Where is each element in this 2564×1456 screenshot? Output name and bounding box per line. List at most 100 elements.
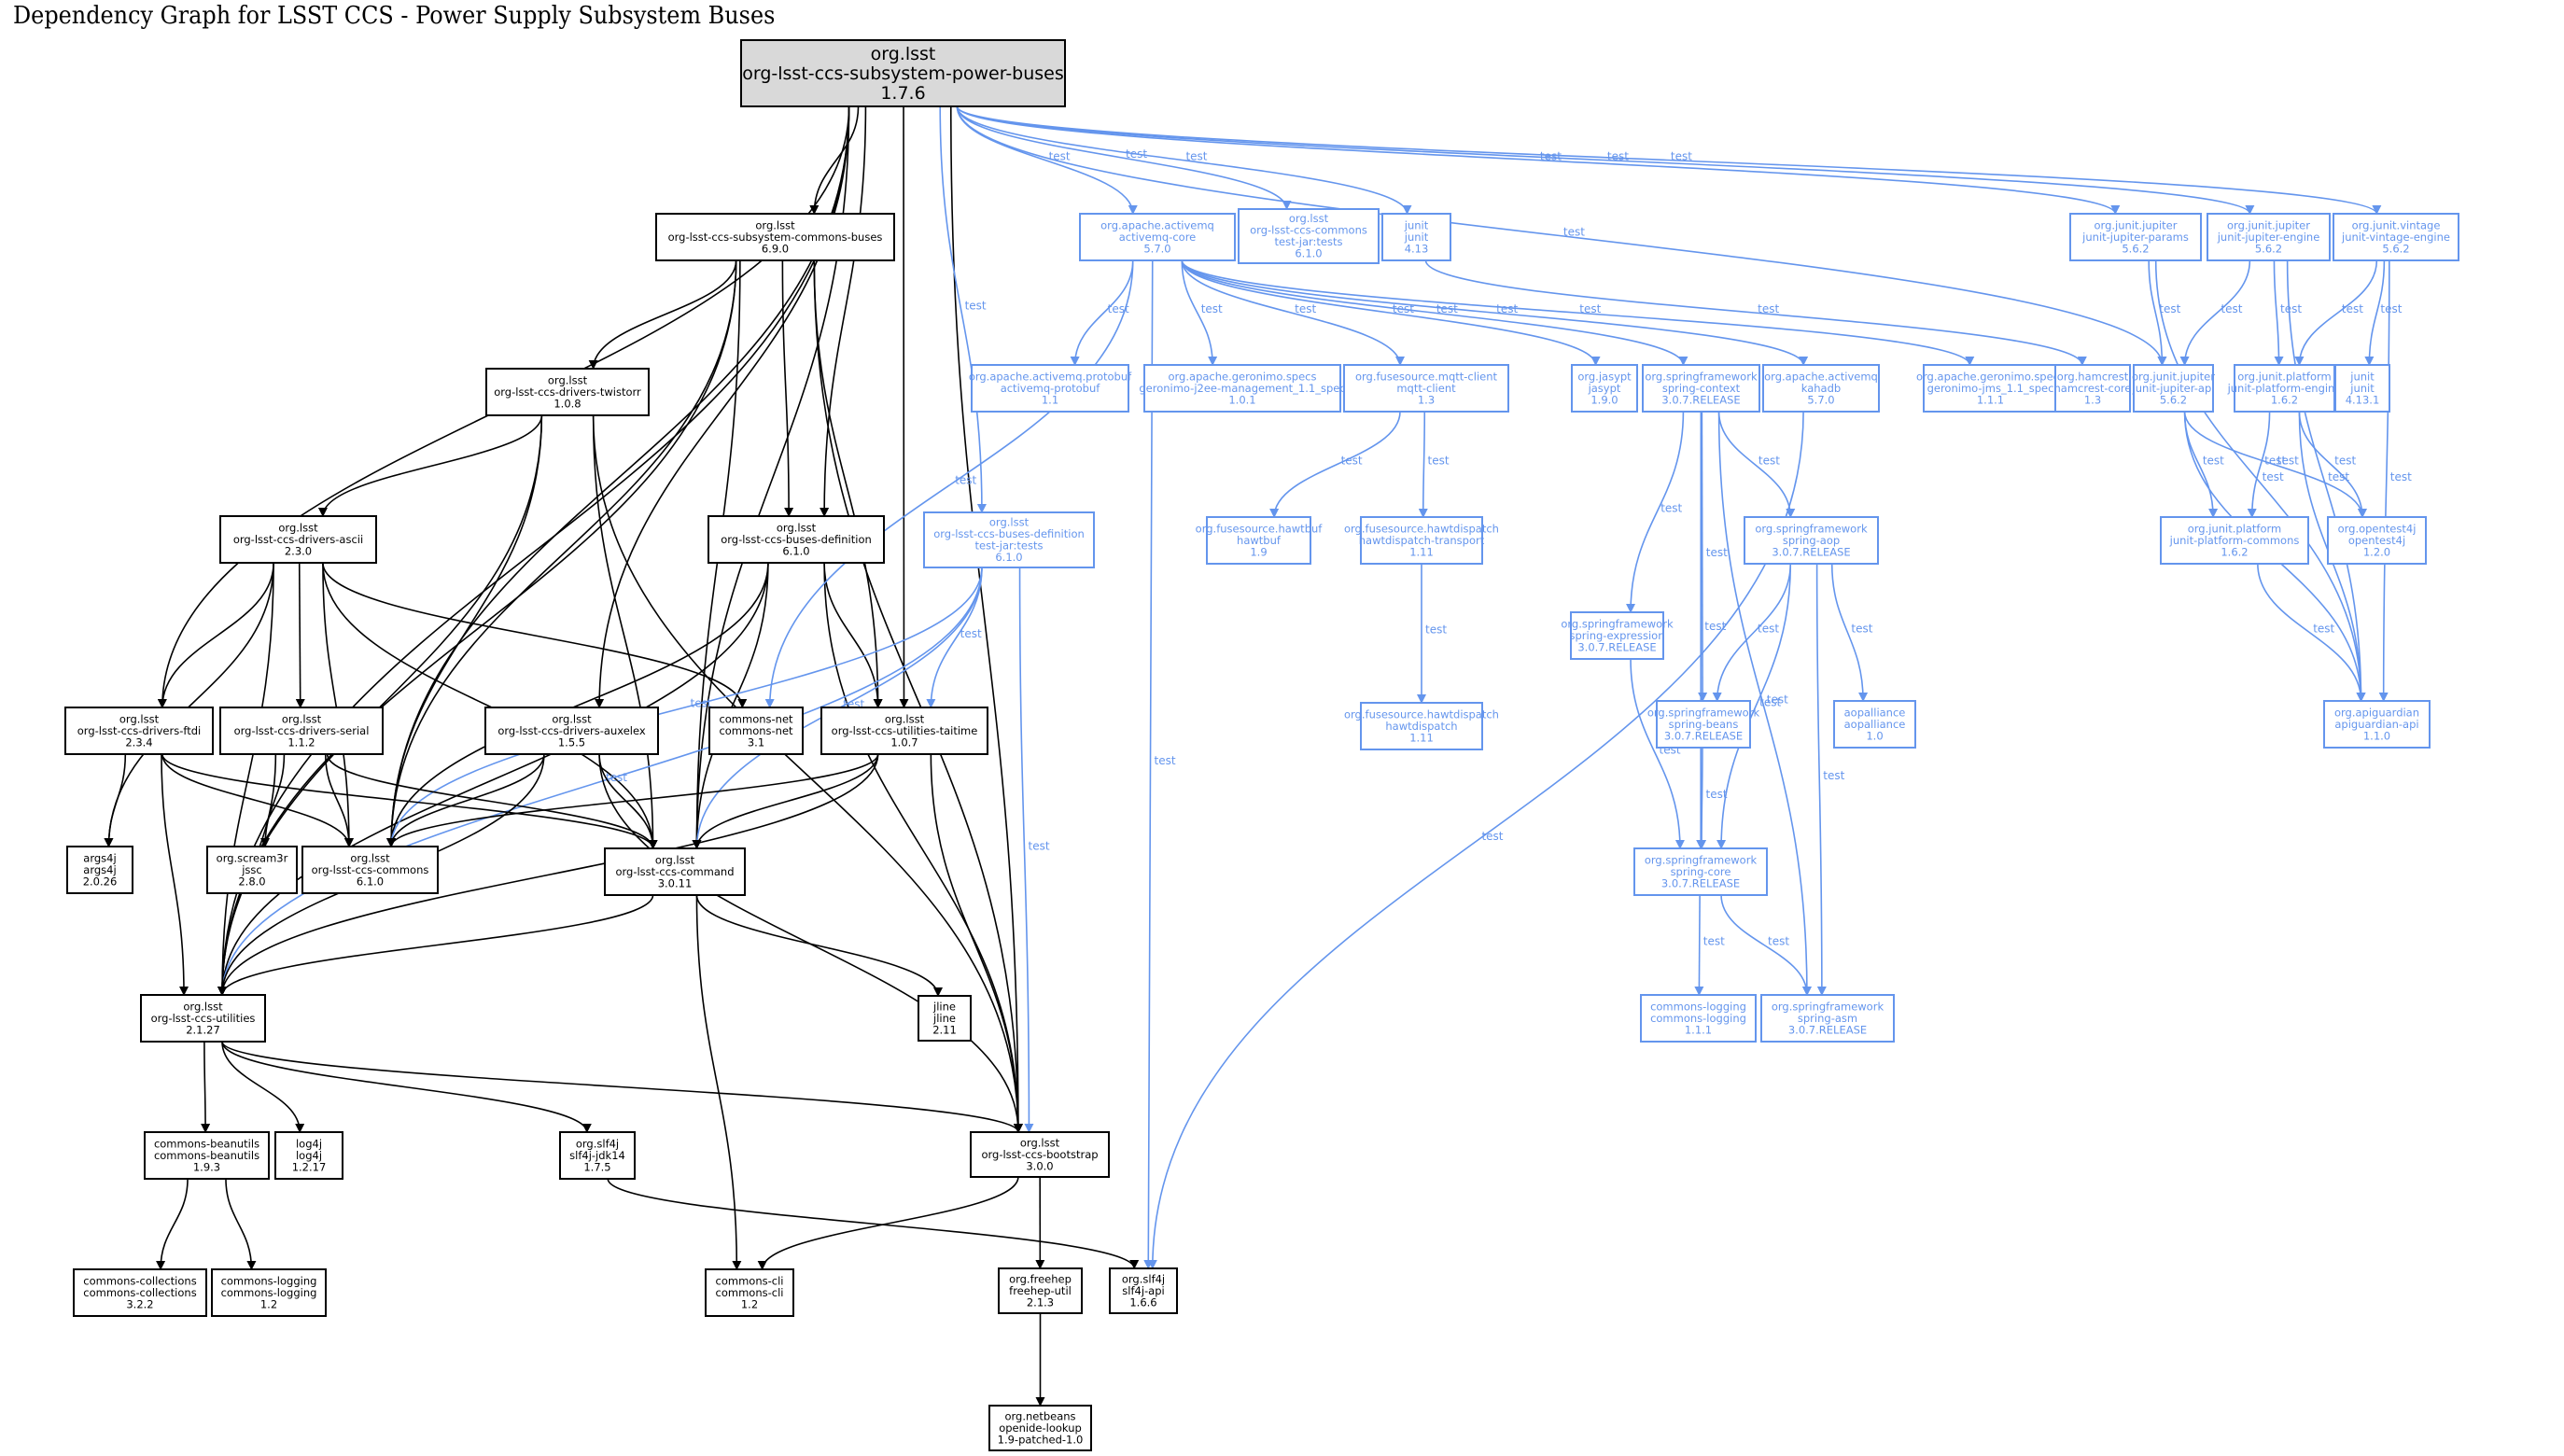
edge-line	[161, 753, 189, 996]
edge-label: test	[2221, 302, 2242, 315]
edge-line	[1181, 259, 1808, 366]
edge-label: test	[606, 771, 627, 784]
node-label-line: org-lsst-ccs-command	[615, 865, 734, 878]
edge-label: test	[1295, 302, 1316, 315]
graph-node-vintage-engine: org.junit.vintagejunit-vintage-engine5.6…	[2333, 213, 2459, 261]
edge-line	[956, 105, 2255, 215]
graph-node-hawtdispatch: org.fusesource.hawtdispatchhawtdispatch1…	[1344, 702, 1499, 750]
edge-ascii-to-args4j	[104, 562, 274, 847]
graph-node-root: org.lsstorg-lsst-ccs-subsystem-power-bus…	[740, 39, 1066, 107]
edge-line	[260, 753, 286, 847]
edge-utilities-to-slf4j-jdk14	[221, 1041, 592, 1133]
edge-line	[326, 753, 658, 849]
node-label-line: openide-lookup	[999, 1421, 1082, 1435]
edge-buses-def-to-command	[692, 562, 769, 849]
graph-node-spring-expression: org.springframeworkspring-expression3.0.…	[1561, 611, 1674, 660]
edge-root-to-jupiter-params: test	[956, 105, 2121, 215]
node-label-line: 1.1.1	[1685, 1023, 1712, 1036]
edge-line	[317, 414, 543, 517]
node-label-line: 1.0	[1866, 729, 1883, 742]
edge-ftdi-to-utilities	[161, 753, 189, 996]
edge-line	[1815, 563, 1827, 996]
node-label-line: jssc	[241, 863, 262, 876]
edge-label: test	[2277, 455, 2299, 468]
node-box	[485, 368, 650, 416]
node-label-line: 5.6.2	[2382, 242, 2409, 255]
node-label-line: jline	[932, 1012, 956, 1025]
node-label-line: spring-core	[1671, 865, 1731, 878]
node-label-line: 2.0.26	[83, 875, 118, 888]
edge-label: test	[1704, 620, 1726, 633]
node-label-line: 5.6.2	[2255, 242, 2282, 255]
edge-spring-context-to-spring-aop: test	[1717, 411, 1796, 518]
node-label-line: commons-beanutils	[154, 1137, 259, 1150]
edge-line	[757, 1176, 1019, 1270]
edge-line	[1181, 259, 1688, 366]
node-label-line: 6.1.0	[1295, 247, 1322, 260]
edge-buses-def-to-ccs-commons	[386, 562, 769, 847]
edges-layer: test test test test test test test test test test…	[104, 105, 2412, 1407]
node-box	[705, 1268, 794, 1317]
edge-line	[1717, 411, 1812, 996]
edge-line	[2154, 259, 2366, 702]
edge-label: test	[960, 627, 982, 640]
node-box	[923, 511, 1095, 568]
edge-label: test	[1607, 150, 1629, 163]
node-label-line: org.springframework	[1561, 617, 1674, 630]
node-label-line: org.fusesource.hawtdispatch	[1344, 522, 1499, 535]
node-box	[301, 846, 439, 894]
edge-ascii-to-utilities	[217, 562, 274, 996]
node-label-line: org.apache.geronimo.specs	[1169, 370, 1317, 383]
node-label-line: org.fusesource.mqtt-client	[1355, 370, 1498, 383]
node-label-line: 1.2.17	[292, 1160, 327, 1173]
node-box	[1360, 702, 1483, 750]
edge-line	[217, 105, 850, 996]
node-label-line: mqtt-client	[1396, 382, 1456, 395]
node-box	[708, 515, 885, 564]
node-box	[219, 515, 377, 564]
node-label-line: org.apache.activemq	[1100, 218, 1214, 231]
edge-buses-def-to-taitime	[823, 562, 883, 708]
edge-spring-context-to-spring-asm: test	[1717, 411, 1812, 996]
node-box	[2234, 364, 2335, 413]
edge-line	[781, 259, 794, 517]
edge-line	[2273, 259, 2284, 366]
edge-jupiter-engine-to-jupiter-api: test	[2179, 259, 2251, 366]
node-label-line: test-jar:tests	[975, 539, 1044, 553]
edge-activemq-core-to-kahadb: test	[1181, 259, 1808, 366]
edge-spring-aop-to-aopalliance: test	[1830, 563, 1873, 702]
edge-line	[1720, 894, 1812, 996]
node-label-line: spring-context	[1662, 382, 1741, 395]
edge-line	[2179, 259, 2251, 366]
edge-commons-buses-to-buses-def	[781, 259, 794, 517]
node-label-line: log4j	[296, 1149, 322, 1162]
edge-root-to-buses-def-tests: test	[939, 105, 987, 513]
node-label-line: junit-vintage-engine	[2341, 231, 2450, 244]
edge-line	[956, 105, 2121, 215]
edge-line	[820, 105, 867, 517]
edge-utilities-to-bootstrap	[221, 1041, 1023, 1133]
edge-label: test	[2328, 470, 2349, 483]
edge-line	[322, 562, 658, 849]
edge-mqtt-client-to-hawt-transport: test	[1418, 411, 1450, 518]
node-label-line: org.lsst	[871, 44, 936, 64]
graph-title: Dependency Graph for LSST CCS - Power Su…	[13, 2, 776, 30]
node-label-line: hawtbuf	[1237, 534, 1282, 547]
edge-label: test	[1341, 455, 1363, 468]
node-label-line: org-lsst-ccs-bootstrap	[981, 1148, 1098, 1161]
node-label-line: test-jar:tests	[1275, 235, 1343, 248]
edge-line	[1181, 259, 1405, 366]
node-label-line: 1.2	[260, 1297, 277, 1310]
node-label-line: 2.11	[932, 1023, 957, 1036]
node-box	[2133, 364, 2214, 413]
edge-spring-context-to-spring-expression: test	[1626, 411, 1685, 613]
